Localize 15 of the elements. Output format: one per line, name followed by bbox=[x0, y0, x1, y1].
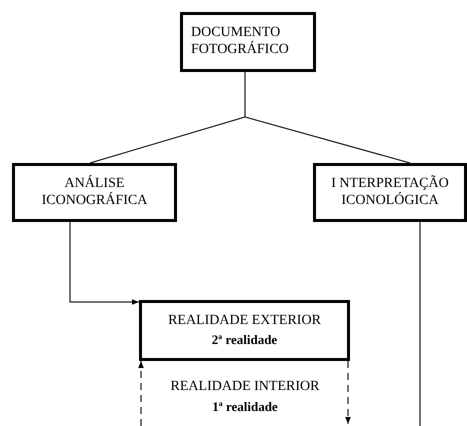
arrow bbox=[345, 360, 351, 424]
text-box bbox=[12, 163, 177, 222]
box-heading: ANÁLISE ICONOGRÁFICA bbox=[40, 176, 148, 210]
box-heading: I NTERPRETAÇÃO ICONOLÓGICA bbox=[330, 176, 450, 210]
text-box bbox=[139, 300, 350, 361]
arrow bbox=[70, 222, 140, 305]
box-heading: DOCUMENTO FOTOGRÁFICO bbox=[191, 25, 290, 59]
section-heading: REALIDADE INTERIOR bbox=[170, 378, 320, 396]
box-heading: REALIDADE EXTERIOR bbox=[168, 313, 321, 330]
text-box bbox=[180, 12, 316, 72]
connector-line bbox=[244, 72, 410, 164]
arrow bbox=[138, 360, 144, 426]
box-subheading: 2ª realidade bbox=[212, 332, 278, 348]
text-box bbox=[313, 163, 467, 222]
section-subheading: 1ª realidade bbox=[211, 398, 279, 416]
